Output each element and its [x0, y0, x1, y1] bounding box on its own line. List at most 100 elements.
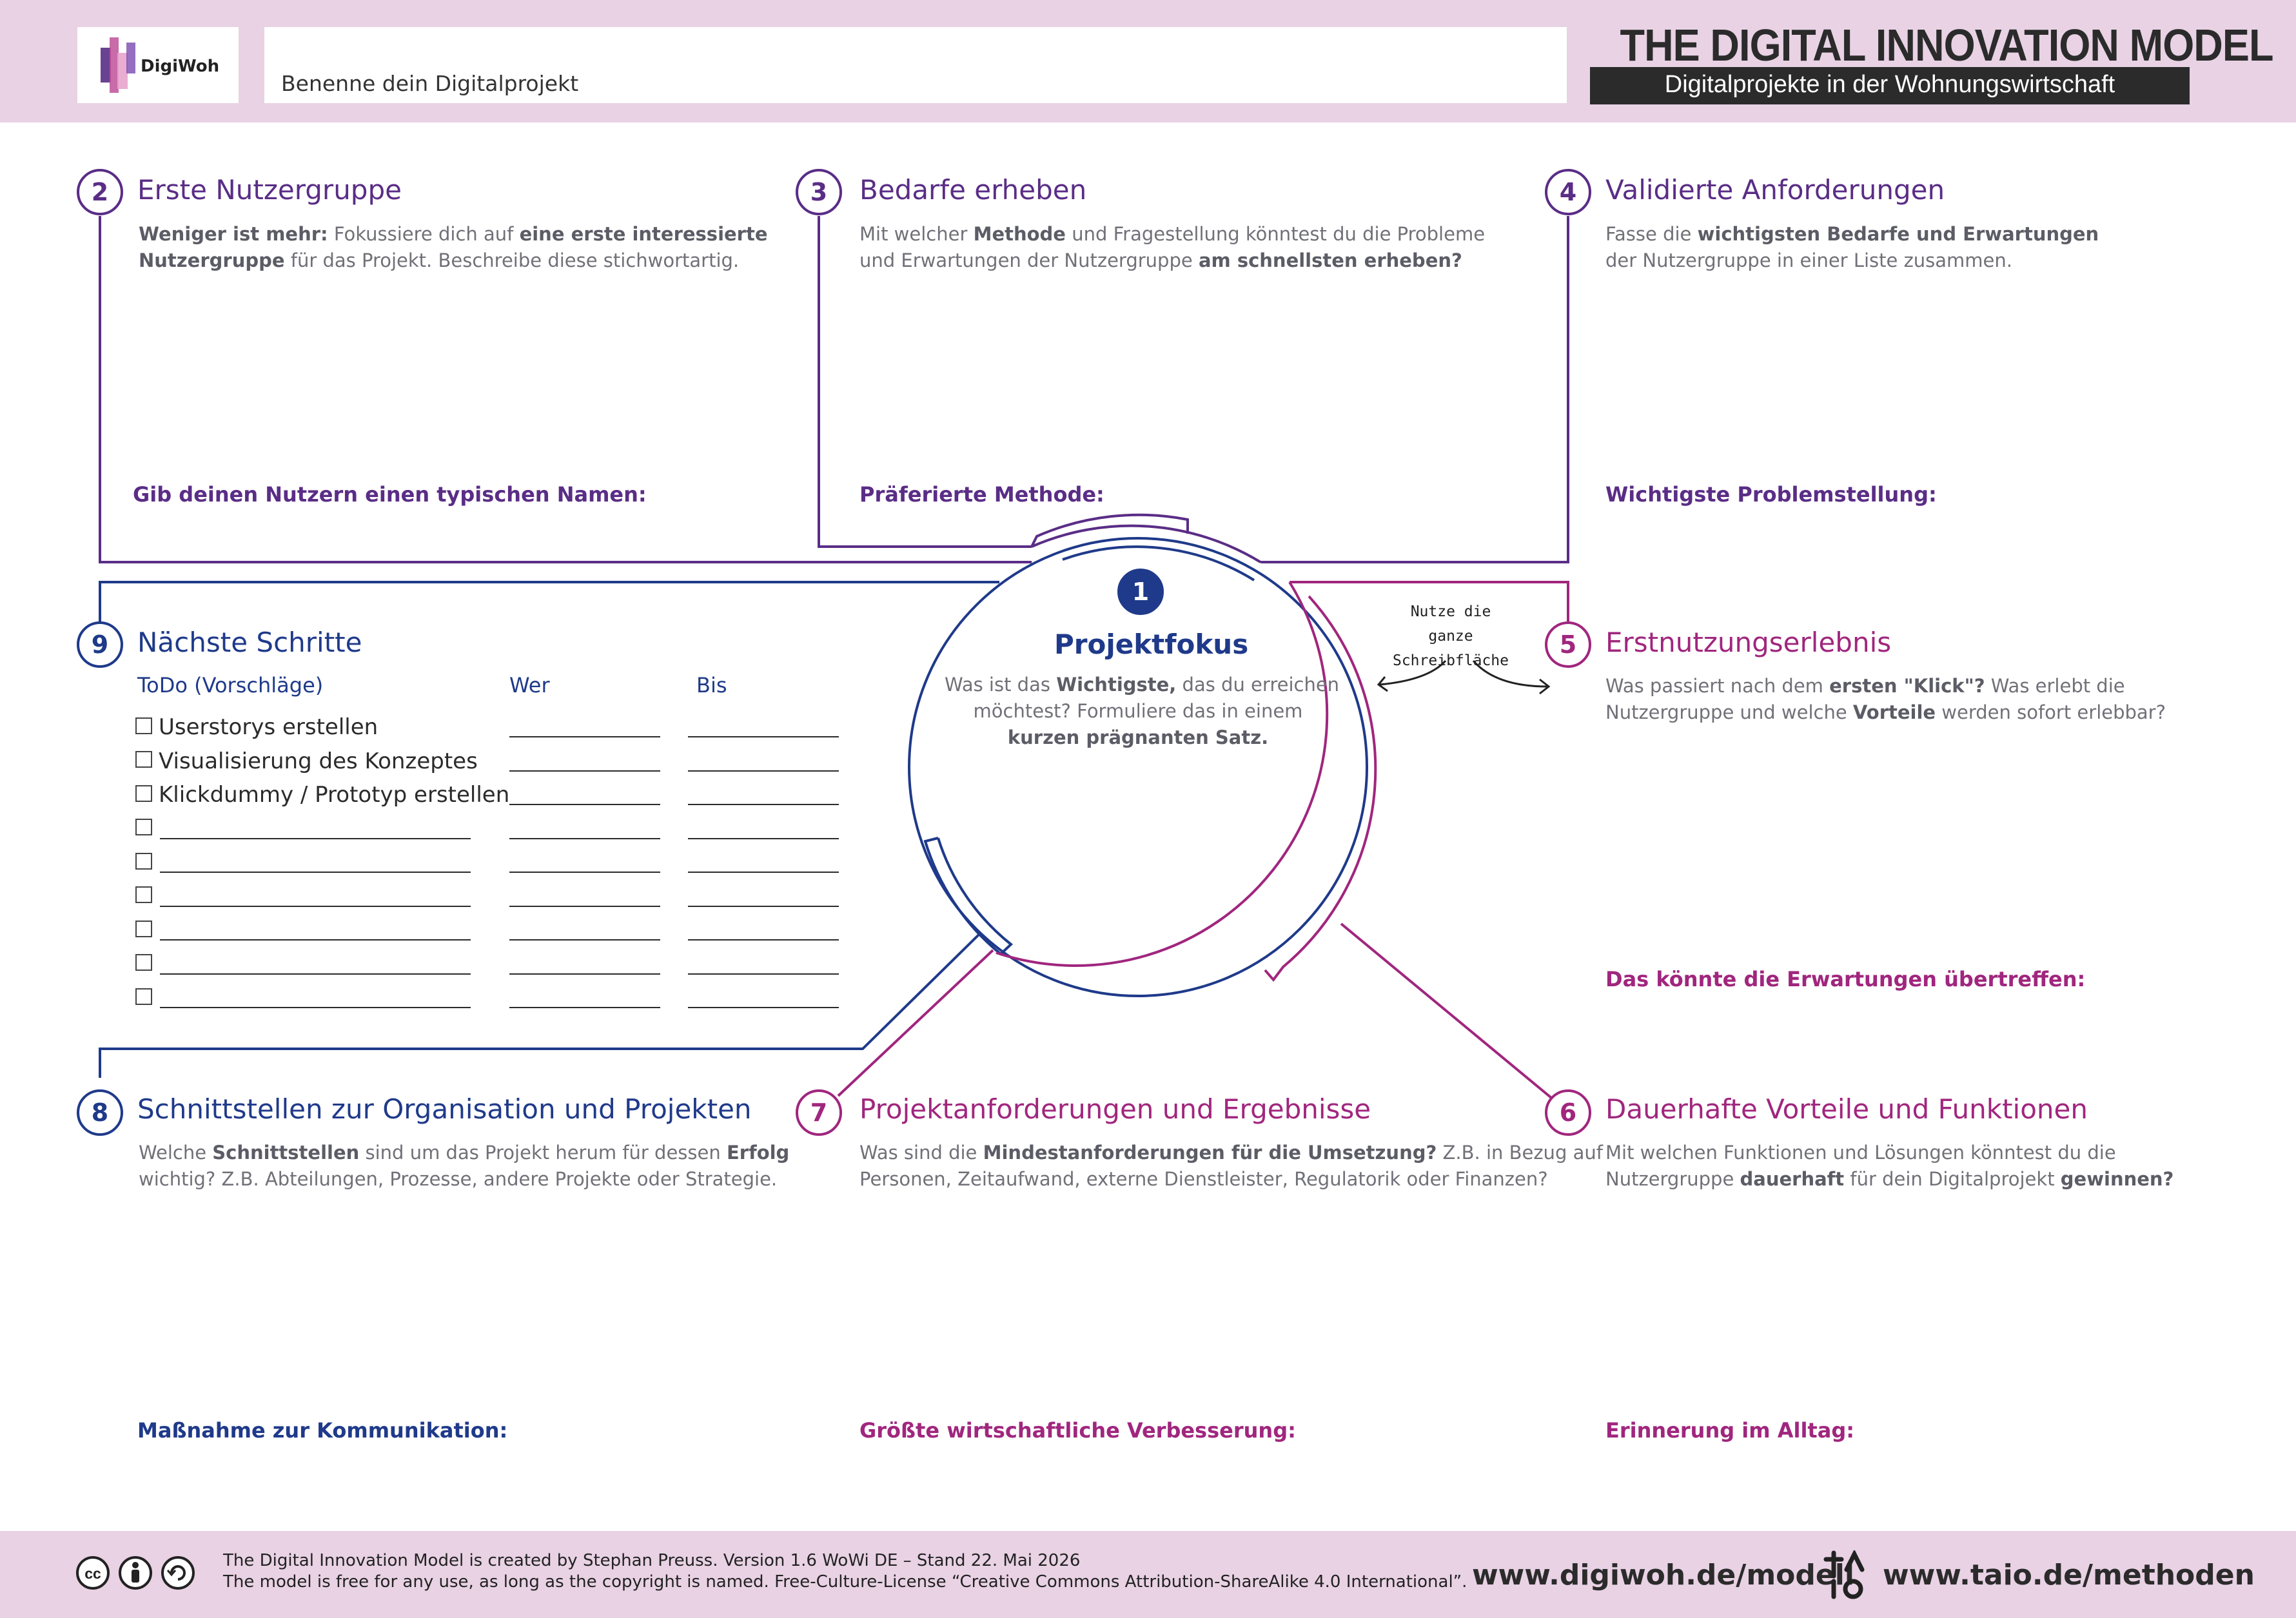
- section-3-title: Bedarfe erheben: [859, 174, 1087, 206]
- todo-item[interactable]: Userstorys erstellen: [135, 714, 378, 740]
- todo-column-header: ToDo (Vorschläge): [137, 673, 324, 697]
- todo-write-line[interactable]: [509, 872, 660, 873]
- section-4-title: Validierte Anforderungen: [1605, 174, 1945, 206]
- footer-band: [0, 1531, 2296, 1618]
- by-icon: [119, 1556, 152, 1590]
- todo-write-line[interactable]: [688, 872, 839, 873]
- todo-item[interactable]: Klickdummy / Prototyp erstellen: [135, 782, 509, 808]
- section-5-number: 5: [1545, 621, 1591, 668]
- section-8-label: Maßnahme zur Kommunikation:: [137, 1418, 508, 1443]
- todo-item[interactable]: [135, 884, 159, 910]
- section-8-number: 8: [77, 1089, 123, 1136]
- svg-text:cc: cc: [84, 1565, 101, 1582]
- cc-license-icons: cc: [76, 1556, 195, 1590]
- todo-write-line[interactable]: [160, 905, 471, 907]
- todo-item[interactable]: [135, 917, 159, 943]
- taio-link[interactable]: www.taio.de/methoden: [1883, 1559, 2255, 1592]
- section-5-label: Das könnte die Erwartungen übertreffen:: [1605, 967, 2086, 991]
- page-subtitle: Digitalprojekte in der Wohnungswirtschaf…: [1664, 71, 2115, 98]
- todo-write-line[interactable]: [160, 939, 471, 941]
- todo-write-line[interactable]: [509, 1007, 660, 1008]
- section-6-number: 6: [1545, 1089, 1591, 1136]
- todo-write-line[interactable]: [688, 837, 839, 839]
- section-2-description: Weniger ist mehr: Fokussiere dich auf ei…: [139, 223, 768, 271]
- todo-item[interactable]: [135, 816, 159, 842]
- todo-text: Klickdummy / Prototyp erstellen: [159, 782, 510, 808]
- section-7-description: Was sind die Mindestanforderungen für di…: [859, 1142, 1603, 1190]
- todo-write-line[interactable]: [509, 905, 660, 907]
- section-2-number: 2: [77, 169, 123, 215]
- todo-write-line[interactable]: [688, 1007, 839, 1008]
- todo-checkbox[interactable]: [135, 819, 152, 835]
- sa-icon: [161, 1556, 195, 1590]
- digiwoh-logo: [77, 27, 239, 103]
- todo-checkbox[interactable]: [135, 920, 152, 937]
- todo-checkbox[interactable]: [135, 988, 152, 1005]
- subtitle-bar: [1590, 67, 2190, 104]
- section-6-label: Erinnerung im Alltag:: [1605, 1418, 1855, 1443]
- todo-item[interactable]: [135, 985, 159, 1011]
- todo-write-line[interactable]: [688, 736, 839, 737]
- section-7-number: 7: [796, 1089, 842, 1136]
- taio-logo-icon: [1823, 1550, 1865, 1599]
- todo-checkbox[interactable]: [135, 852, 152, 870]
- todo-text: Userstorys erstellen: [159, 714, 378, 740]
- todo-checkbox[interactable]: [135, 751, 152, 768]
- section-7-title: Projektanforderungen und Ergebnisse: [859, 1093, 1371, 1125]
- todo-write-line[interactable]: [688, 973, 839, 975]
- todo-checkbox[interactable]: [135, 717, 152, 734]
- section-1-description: Was ist das Wichtigste, das du erreichen…: [945, 674, 1340, 748]
- section-9-title: Nächste Schritte: [137, 627, 362, 658]
- section-3-number: 3: [796, 169, 842, 215]
- todo-checkbox[interactable]: [135, 785, 152, 802]
- section-8-title: Schnittstellen zur Organisation und Proj…: [137, 1093, 752, 1125]
- section-3-label: Präferierte Methode:: [859, 482, 1104, 507]
- todo-checkbox[interactable]: [135, 886, 152, 903]
- digiwoh-logo-icon: [101, 37, 135, 93]
- todo-write-line[interactable]: [509, 973, 660, 975]
- todo-write-line[interactable]: [509, 939, 660, 941]
- section-5-description: Was passiert nach dem ersten "Klick"? Wa…: [1605, 675, 2166, 723]
- who-column-header: Wer: [509, 673, 550, 697]
- todo-write-line[interactable]: [509, 804, 660, 805]
- todo-write-line[interactable]: [688, 905, 839, 907]
- section-4-number: 4: [1545, 169, 1591, 215]
- todo-item[interactable]: [135, 850, 159, 875]
- section-6-description: Mit welchen Funktionen und Lösungen könn…: [1605, 1142, 2174, 1190]
- section-6-title: Dauerhafte Vorteile und Funktionen: [1605, 1093, 2088, 1125]
- todo-write-line[interactable]: [688, 939, 839, 941]
- section-7-label: Größte wirtschaftliche Verbesserung:: [859, 1418, 1296, 1443]
- footer-copyright: The Digital Innovation Model is created …: [223, 1551, 1467, 1592]
- todo-write-line[interactable]: [509, 770, 660, 772]
- todo-write-line[interactable]: [688, 770, 839, 772]
- section-3-description: Mit welcher Methode und Fragestellung kö…: [859, 223, 1486, 271]
- section-8-description: Welche Schnittstellen sind um das Projek…: [139, 1142, 790, 1190]
- todo-write-line[interactable]: [160, 872, 471, 873]
- todo-text: Visualisierung des Konzeptes: [159, 748, 478, 774]
- logo-text: DigiWoh: [141, 57, 220, 76]
- section-9-number: 9: [77, 621, 123, 668]
- todo-checkbox[interactable]: [135, 954, 152, 971]
- todo-item[interactable]: [135, 951, 159, 977]
- todo-write-line[interactable]: [688, 804, 839, 805]
- section-4-label: Wichtigste Problemstellung:: [1605, 482, 1937, 507]
- section-5-title: Erstnutzungserlebnis: [1605, 627, 1892, 658]
- cc-icon: cc: [76, 1556, 110, 1590]
- project-name-field[interactable]: [264, 27, 1567, 103]
- section-4-description: Fasse die wichtigsten Bedarfe und Erwart…: [1605, 223, 2099, 271]
- section-1-title: Projektfokus: [1054, 629, 1249, 660]
- until-column-header: Bis: [696, 673, 727, 697]
- todo-write-line[interactable]: [509, 837, 660, 839]
- section-2-label: Gib deinen Nutzern einen typischen Namen…: [133, 482, 647, 507]
- todo-write-line[interactable]: [509, 736, 660, 737]
- digiwoh-link[interactable]: www.digiwoh.de/modell: [1472, 1559, 1854, 1592]
- todo-write-line[interactable]: [160, 837, 471, 839]
- todo-write-line[interactable]: [160, 1007, 471, 1008]
- project-name-label: Benenne dein Digitalprojekt: [281, 71, 579, 96]
- section-2-title: Erste Nutzergruppe: [137, 174, 402, 206]
- todo-item[interactable]: Visualisierung des Konzeptes: [135, 748, 478, 774]
- section-1-number: 1: [1117, 569, 1164, 615]
- todo-write-line[interactable]: [160, 973, 471, 975]
